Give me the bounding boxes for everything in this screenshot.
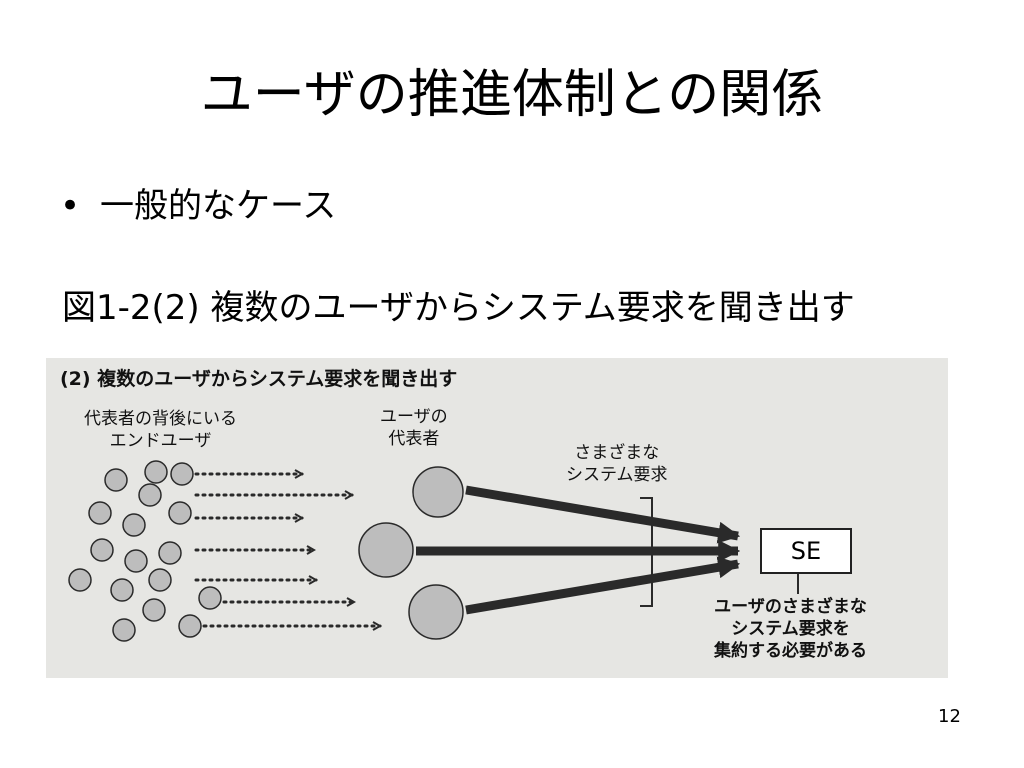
requirement-arrow [465,556,741,615]
representative-circle [412,466,464,518]
representative-circles [358,466,464,640]
requirements-bracket [640,497,653,607]
end-user-circle [104,468,128,492]
end-user-circle [124,549,148,573]
figure-caption: 図1-2(2) 複数のユーザからシステム要求を聞き出す [62,288,855,328]
end-user-circle [198,586,222,610]
dotted-arrows [194,474,380,626]
end-user-circle [138,483,162,507]
bullet-text: 一般的なケース [100,186,337,226]
various-requirements-label: さまざまな システム要求 [566,442,668,486]
end-user-circle [90,538,114,562]
end-user-circle [178,614,202,638]
requirement-arrow [465,485,741,544]
representative-circle [408,584,464,640]
end-user-circle [158,541,182,565]
representatives-label-line: 代表者 [388,429,440,449]
bullet-item: • 一般的なケース [60,184,336,228]
representative-circle [358,522,414,578]
aggregate-label-line: システム要求を [731,619,850,639]
figure-heading: (2) 複数のユーザからシステム要求を聞き出す [60,368,458,390]
end-user-circle [112,618,136,642]
end-user-circle [122,513,146,537]
requirement-arrows [416,485,741,615]
end-user-circle [88,501,112,525]
end-users-label: 代表者の背後にいる エンドユーザ [84,408,237,452]
end-user-circle [142,598,166,622]
page-number: 12 [938,706,961,727]
se-box: SE [760,528,852,574]
aggregate-label-line: ユーザのさまざまな [714,597,867,617]
bullet-marker: • [60,186,81,226]
end-user-circle [168,501,192,525]
aggregate-label-line: 集約する必要がある [714,641,867,661]
end-user-circle [148,568,172,592]
slide-title: ユーザの推進体制との関係 [200,65,824,125]
various-requirements-label-line: さまざまな [574,443,660,463]
aggregate-label: ユーザのさまざまな システム要求を 集約する必要がある [714,596,867,662]
end-user-circle [170,462,194,486]
representatives-label: ユーザの 代表者 [380,406,448,450]
diagram-canvas [68,460,799,642]
end-user-circles [68,460,222,642]
various-requirements-label-line: システム要求 [566,465,668,485]
end-user-circle [68,568,92,592]
end-users-label-line: エンドユーザ [109,431,212,451]
end-users-label-line: 代表者の背後にいる [84,409,237,429]
representatives-label-line: ユーザの [380,407,448,427]
end-user-circle [144,460,168,484]
diagram-figure: (2) 複数のユーザからシステム要求を聞き出す 代表者の背後にいる エンドユーザ… [46,358,948,678]
end-user-circle [110,578,134,602]
